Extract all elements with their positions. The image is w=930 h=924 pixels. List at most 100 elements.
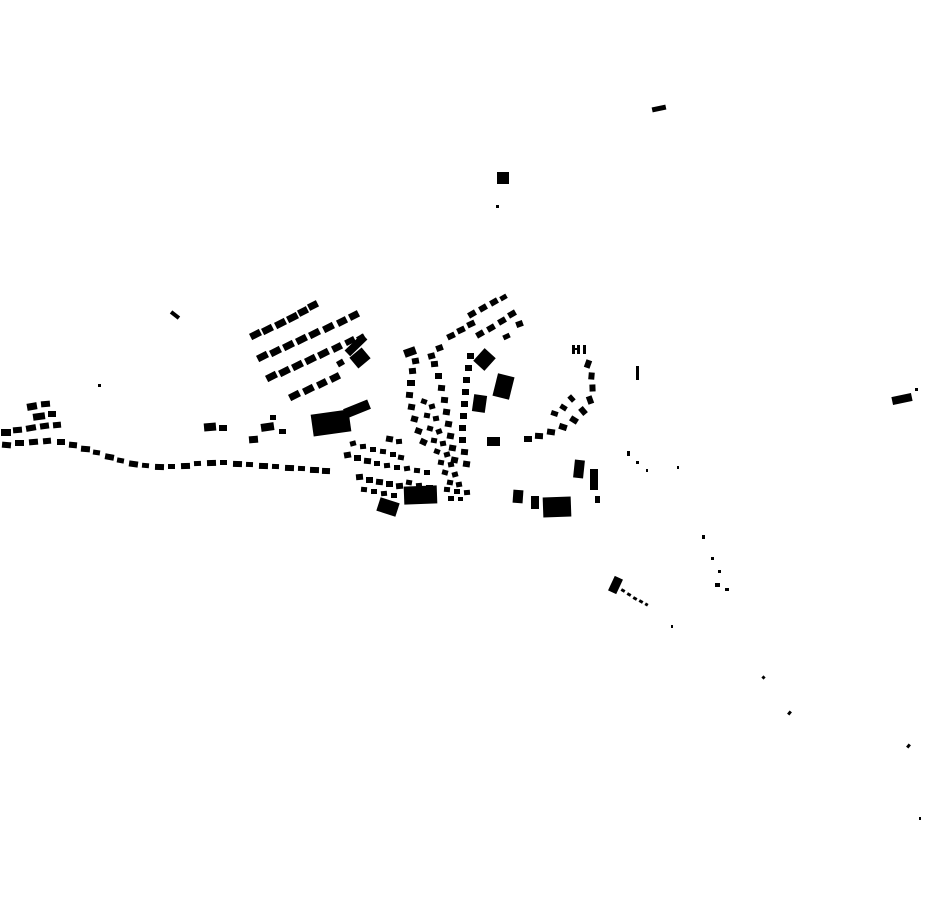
building-footprint [405, 391, 414, 399]
building-footprint [315, 378, 329, 389]
building-footprint [335, 358, 346, 368]
building-footprint [363, 457, 372, 465]
building-footprint [787, 710, 792, 716]
building-footprint [258, 462, 269, 470]
building-footprint [286, 311, 299, 324]
building-footprint [180, 462, 191, 470]
building-footprint [456, 325, 466, 335]
building-footprint [375, 478, 384, 486]
building-footprint [407, 380, 415, 386]
building-footprint [371, 489, 377, 494]
building-footprint [542, 496, 572, 518]
building-footprint [322, 321, 335, 334]
building-footprint [265, 370, 278, 383]
building-footprint [531, 496, 539, 509]
building-footprint [297, 465, 306, 472]
building-footprint [524, 436, 532, 442]
building-footprint [274, 317, 287, 330]
building-footprint [193, 460, 202, 467]
building-footprint [407, 403, 416, 411]
building-footprint [432, 415, 440, 422]
building-footprint [321, 467, 331, 475]
building-footprint [68, 441, 78, 449]
building-footprint [391, 493, 397, 498]
building-footprint [169, 310, 181, 320]
building-footprint [636, 461, 639, 464]
building-footprint [447, 461, 455, 468]
building-footprint [569, 415, 579, 425]
building-footprint [435, 343, 444, 353]
building-footprint [715, 583, 720, 587]
building-footprint [458, 497, 463, 501]
building-footprint [459, 437, 466, 443]
building-footprint [891, 393, 913, 405]
building-footprint [40, 400, 51, 408]
building-footprint [433, 448, 441, 455]
building-footprint [462, 460, 471, 468]
building-footprint [328, 372, 342, 383]
building-footprint [439, 440, 447, 447]
building-footprint [502, 332, 511, 341]
building-footprint [284, 464, 295, 472]
building-footprint [915, 388, 918, 391]
building-footprint [32, 412, 46, 421]
building-footprint [270, 415, 276, 420]
building-footprint [578, 406, 588, 416]
building-footprint [426, 425, 434, 432]
building-footprint [245, 461, 254, 468]
building-footprint [308, 327, 321, 340]
building-footprint [397, 454, 405, 461]
building-footprint [589, 384, 596, 392]
building-footprint [534, 432, 544, 440]
building-footprint [588, 372, 595, 380]
building-footprint [515, 319, 524, 329]
building-footprint [57, 439, 65, 445]
building-footprint [380, 490, 388, 497]
building-footprint [585, 395, 595, 405]
building-footprint [291, 359, 304, 372]
building-footprint [12, 426, 23, 434]
building-footprint [1, 429, 11, 436]
building-footprint [48, 411, 56, 417]
building-footprint [487, 437, 500, 446]
building-footprint [379, 448, 387, 455]
building-footprint [269, 345, 282, 358]
building-footprint [646, 469, 648, 472]
building-footprint [168, 464, 175, 469]
building-footprint [413, 467, 421, 474]
building-footprint [390, 452, 396, 457]
building-footprint [497, 172, 509, 184]
building-footprint [466, 319, 476, 329]
building-footprint [335, 316, 349, 327]
building-footprint [573, 459, 585, 479]
building-footprint [403, 465, 411, 472]
building-footprint [355, 473, 364, 481]
building-footprint [26, 402, 38, 411]
building-footprint [550, 410, 559, 417]
building-footprint [725, 588, 729, 591]
building-footprint [497, 316, 507, 326]
building-footprint [435, 373, 442, 379]
building-footprint [761, 675, 766, 680]
building-footprint [475, 329, 485, 339]
building-footprint [626, 592, 632, 597]
building-footprint [383, 462, 391, 469]
building-footprint [638, 599, 644, 604]
building-footprint [232, 460, 243, 468]
building-footprint [644, 602, 649, 607]
building-footprint [370, 447, 376, 452]
building-footprint [444, 420, 453, 428]
building-footprint [424, 470, 430, 475]
building-footprint [465, 365, 472, 371]
building-footprint [489, 297, 499, 307]
building-footprint [220, 460, 227, 465]
building-footprint [437, 384, 446, 392]
building-footprint [471, 394, 488, 413]
building-footprint [583, 359, 593, 369]
building-footprint [460, 448, 469, 456]
building-footprint [496, 205, 499, 208]
building-footprint [572, 348, 580, 350]
building-footprint [478, 303, 488, 313]
building-footprint [25, 424, 37, 432]
